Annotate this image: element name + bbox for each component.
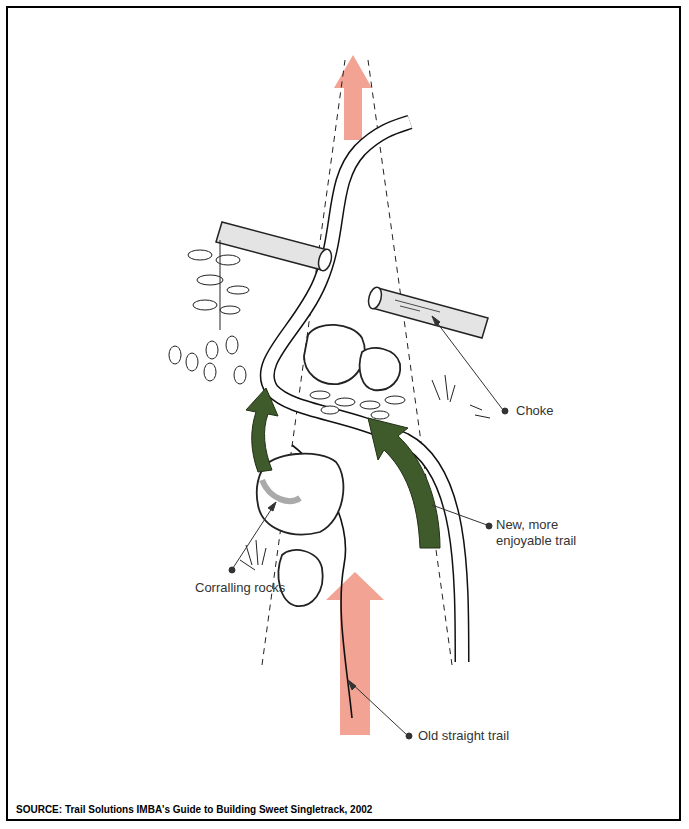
old-direction-arrow [326,572,384,735]
new-trail [267,122,462,662]
source-caption: SOURCE: Trail Solutions IMBA's Guide to … [16,804,372,815]
new-route-arrow [246,388,440,548]
vegetation [169,240,490,570]
callout-label: Choke [516,403,554,419]
leader-line [229,316,508,739]
corralling-rock [257,325,400,606]
callout-label: New, more enjoyable trail [496,517,606,549]
callout-label: Old straight trail [418,728,509,744]
callout-label: Corralling rocks [195,580,285,596]
choke-log [216,222,488,338]
